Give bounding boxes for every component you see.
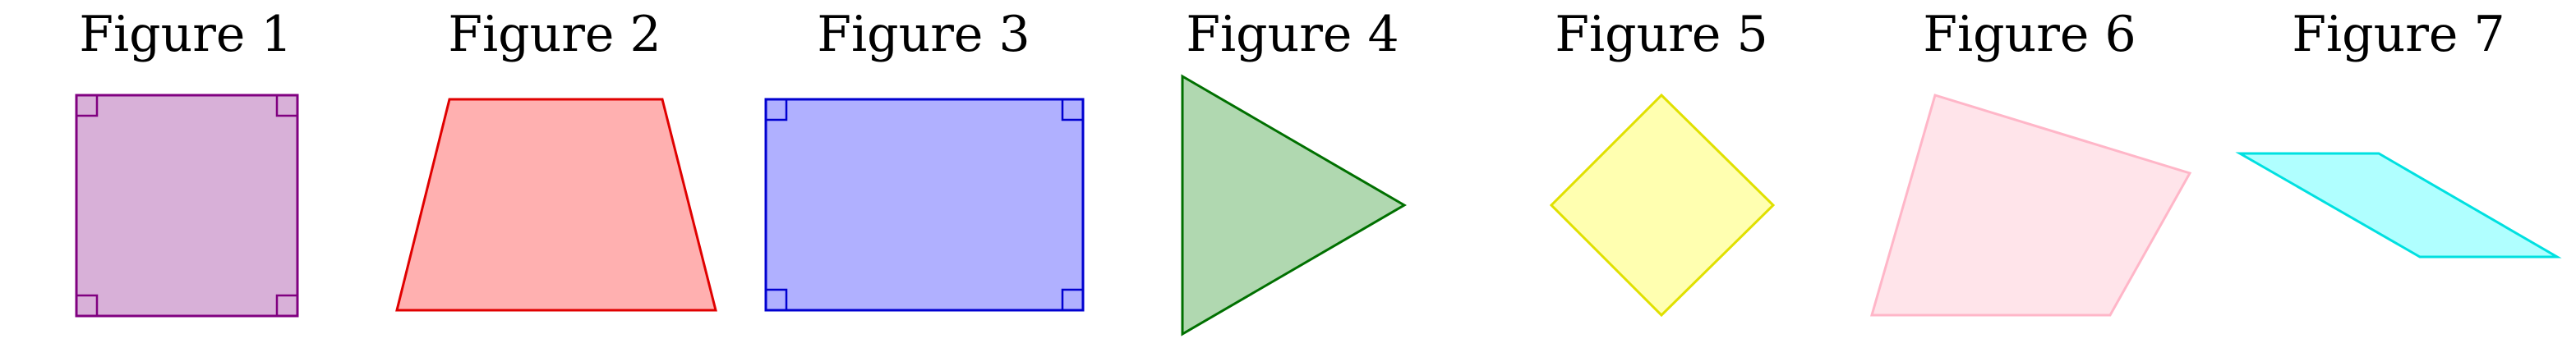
figure-1-square [75,94,299,318]
figure-1: Figure 1 [75,6,299,318]
figure-2: Figure 2 [395,6,717,312]
right-angle-marker [766,99,788,121]
figure-7: Figure 7 [2235,6,2562,259]
right-angle-marker [76,95,99,117]
figure-6: Figure 6 [1870,6,2192,317]
figure-3-right-angle-markers [766,99,1083,310]
figure-4-label: Figure 4 [1186,6,1399,63]
figure-5: Figure 5 [1549,6,1776,318]
figure-6-label: Figure 6 [1923,6,2136,63]
figure-5-rhombus [1549,93,1776,318]
figure-6-quadrilateral [1870,94,2192,317]
figure-5-label: Figure 5 [1555,6,1767,63]
figure-7-parallelogram [2235,152,2562,259]
figure-3: Figure 3 [764,6,1085,312]
right-angle-marker [76,294,99,316]
figure-3-label: Figure 3 [817,6,1030,63]
figure-2-trapezoid [395,98,717,312]
figure-4: Figure 4 [1181,6,1407,336]
figure-4-triangle [1181,74,1407,336]
right-angle-marker [1061,288,1083,310]
figure-7-label: Figure 7 [2292,6,2505,63]
figure-3-rectangle [764,98,1085,312]
right-angle-marker [275,294,297,316]
figure-2-label: Figure 2 [448,6,661,63]
right-angle-marker [1061,99,1083,121]
figure-1-label: Figure 1 [79,6,292,63]
figure-1-right-angle-markers [76,95,297,316]
right-angle-marker [275,95,297,117]
right-angle-marker [766,288,788,310]
